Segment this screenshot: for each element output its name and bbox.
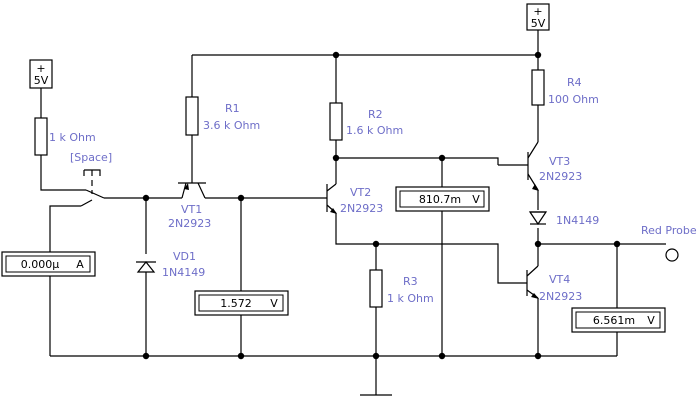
r4-name: R4 bbox=[567, 76, 582, 89]
ammeter-unit: A bbox=[76, 258, 84, 271]
r3-value: 1 k Ohm bbox=[387, 292, 434, 305]
transistor-vt3[interactable]: VT3 2N2923 bbox=[498, 141, 582, 191]
ammeter-value: 0.000µ bbox=[21, 258, 60, 271]
voltmeter-vt1-unit: V bbox=[270, 297, 278, 310]
diode-vd1[interactable]: VD1 1N4149 bbox=[136, 250, 205, 279]
source-right-label: 5V bbox=[531, 17, 546, 30]
vt1-name: VT1 bbox=[181, 203, 202, 216]
r2-name: R2 bbox=[368, 108, 383, 121]
vt2-name: VT2 bbox=[350, 186, 371, 199]
transistor-vt2[interactable]: VT2 2N2923 bbox=[326, 183, 383, 215]
voltmeter-output[interactable]: 6.561m V bbox=[571, 307, 666, 333]
r3-name: R3 bbox=[403, 275, 418, 288]
vt4-name: VT4 bbox=[549, 273, 570, 286]
source-left-sign: + bbox=[36, 62, 45, 75]
source-right-sign: + bbox=[533, 5, 542, 18]
voltmeter-vt1-value: 1.572 bbox=[220, 297, 252, 310]
resistor-r4[interactable]: R4 100 Ohm bbox=[531, 69, 599, 106]
voltmeter-output-value: 6.561m bbox=[593, 314, 635, 327]
voltmeter-output-unit: V bbox=[647, 314, 655, 327]
ammeter-display[interactable]: 0.000µ A bbox=[1, 251, 96, 277]
source-left-label: 5V bbox=[34, 74, 49, 87]
vd1-name: VD1 bbox=[173, 250, 196, 263]
transistor-vt1[interactable]: VT1 2N2923 bbox=[168, 182, 211, 230]
d-mid-model: 1N4149 bbox=[556, 214, 599, 227]
vt4-model: 2N2923 bbox=[539, 290, 582, 303]
r2-value: 1.6 k Ohm bbox=[346, 124, 403, 137]
power-source-left[interactable]: + 5V bbox=[29, 59, 53, 89]
red-probe[interactable]: Red Probe bbox=[641, 224, 697, 262]
space-switch[interactable]: [Space] bbox=[70, 151, 112, 207]
resistor-r1[interactable]: R1 3.6 k Ohm bbox=[185, 96, 260, 136]
red-probe-label: Red Probe bbox=[641, 224, 697, 237]
switch-key-label: [Space] bbox=[70, 151, 112, 164]
diode-middle[interactable]: 1N4149 bbox=[528, 211, 599, 227]
resistor-r3[interactable]: R3 1 k Ohm bbox=[369, 269, 434, 308]
vt2-model: 2N2923 bbox=[340, 202, 383, 215]
voltmeter-mid[interactable]: 810.7m V bbox=[395, 186, 490, 212]
vt3-name: VT3 bbox=[549, 155, 570, 168]
r1-name: R1 bbox=[225, 102, 240, 115]
voltmeter-mid-unit: V bbox=[472, 193, 480, 206]
transistor-vt4[interactable]: VT4 2N2923 bbox=[497, 265, 582, 303]
r4-value: 100 Ohm bbox=[548, 93, 599, 106]
resistor-left-series[interactable]: 1 k Ohm bbox=[34, 117, 96, 156]
vt1-model: 2N2923 bbox=[168, 217, 211, 230]
r1-value: 3.6 k Ohm bbox=[203, 119, 260, 132]
voltmeter-mid-value: 810.7m bbox=[419, 193, 461, 206]
vd1-model: 1N4149 bbox=[162, 266, 205, 279]
resistor-r2[interactable]: R2 1.6 k Ohm bbox=[329, 102, 403, 141]
resistor-left-value: 1 k Ohm bbox=[49, 131, 96, 144]
power-source-right[interactable]: + 5V bbox=[526, 3, 550, 31]
junction-dots bbox=[142, 51, 621, 360]
voltmeter-vt1-collector[interactable]: 1.572 V bbox=[194, 290, 289, 316]
vt3-model: 2N2923 bbox=[539, 170, 582, 183]
